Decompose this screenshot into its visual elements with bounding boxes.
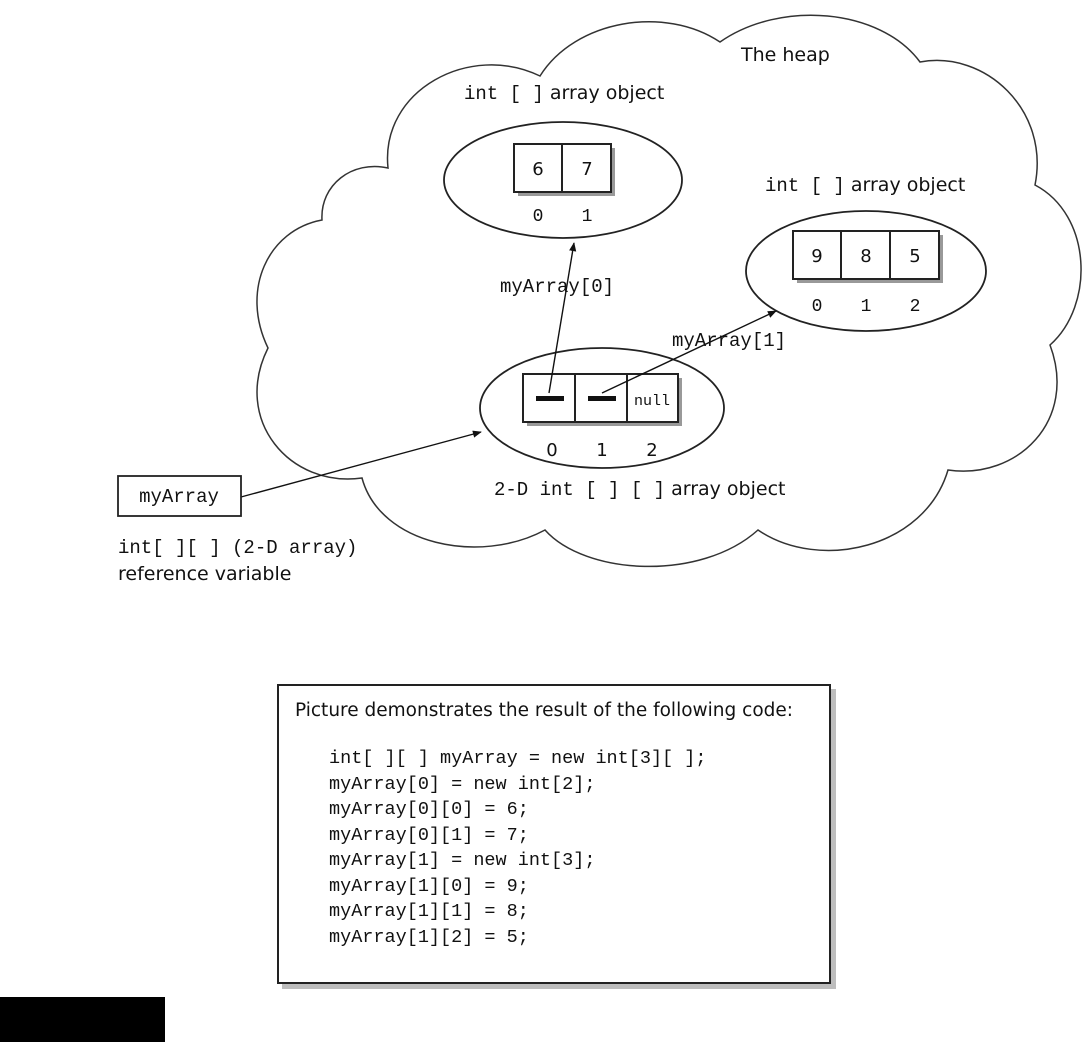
variable-kind: reference variable [118,563,291,585]
array-a-cell-0 [513,143,563,193]
heap-label: The heap [740,44,830,66]
array-2d-cells: null [522,373,682,426]
array-b-cells: 9 8 5 [792,230,943,283]
variable-box [117,475,242,517]
code-line: int[ ][ ] myArray = new int[3][ ]; [329,748,707,769]
arrow-elem0 [548,242,577,394]
code-line: myArray[0][1] = 7; [329,824,529,846]
array-b-value-0: 9 [811,246,822,267]
array-a-cell-1 [561,143,612,193]
arrow-label-elem0: myArray[0] [500,276,614,298]
array-b-index-1: 1 [861,297,872,317]
array-a-cells: 6 7 [513,143,615,196]
code-line: myArray[0] = new int[2]; [329,773,596,795]
array-2d-type-label: 2-D int [ ] [ ] array object [494,478,785,501]
code-line: myArray[0][0] = 6; [329,799,529,820]
code-line: myArray[1][0] = 9; [329,875,529,897]
variable-name: myArray [139,486,219,508]
array-b-index-2: 2 [910,297,921,317]
array-2d-index-0: 0 [546,440,557,461]
arrow-variable [240,430,482,498]
array-b-type-label: int [ ] array object [765,174,965,197]
code-caption: Picture demonstrates the result of the f… [295,700,793,721]
array-a-index-1: 1 [582,207,593,227]
black-bar [0,997,165,1042]
array-b-value-1: 8 [860,246,871,267]
reference-dash-1 [588,396,616,401]
array-2d-index-1: 1 [596,440,607,461]
array-a-type-label: int [ ] array object [464,82,664,105]
code-box: Picture demonstrates the result of the f… [277,684,831,984]
reference-dash-0 [536,396,564,401]
array-b-cell-2 [889,230,940,280]
variable-type: int[ ][ ] (2-D array) [118,537,357,559]
array-a-value-0: 6 [532,159,543,180]
code-line: myArray[1] = new int[3]; [329,850,596,871]
code-line: myArray[1][2] = 5; [329,926,529,948]
code-line: myArray[1][1] = 8; [329,901,529,922]
array-b-value-2: 5 [909,246,920,267]
array-2d-cell-2 [626,373,679,423]
array-a-index-0: 0 [533,207,544,227]
array-a-value-1: 7 [581,159,592,180]
arrow-label-elem1: myArray[1] [672,330,786,352]
array-2d-index-2: 2 [646,440,657,461]
array-2d-null: null [634,393,670,410]
code-lines: int[ ][ ] myArray = new int[3][ ]; myArr… [329,746,706,950]
arrow-elem1 [601,310,777,394]
array-b-index-0: 0 [812,297,823,317]
